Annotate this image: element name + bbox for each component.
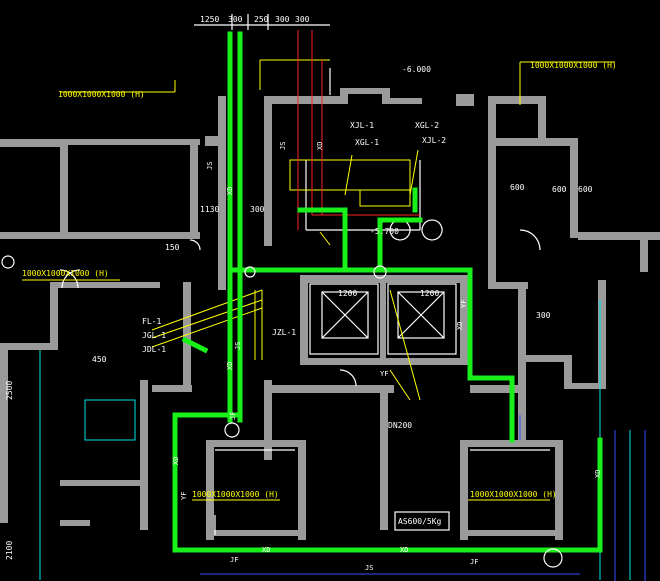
dim-150: 150 — [165, 243, 180, 252]
white-lines — [59, 14, 550, 535]
label-dn200: DN200 — [388, 421, 412, 430]
label-xjl-2: XJL-2 — [422, 136, 446, 145]
label-xjl-1: XJL-1 — [350, 121, 374, 130]
pit-spec-top-right: 1000X1000X1000 (H) — [530, 61, 617, 70]
dim-top-1: 1250 — [200, 15, 219, 24]
label-xgl-1: XGL-1 — [355, 138, 379, 147]
label-jdl-1: JDL-1 — [142, 345, 166, 354]
dim-2100: 2100 — [5, 541, 14, 560]
label-jgl-1: JGL-1 — [142, 331, 166, 340]
dim-300-b: 300 — [536, 311, 551, 320]
elevation-6000: -6.000 — [402, 65, 431, 74]
pit-spec-bottom-right: 1000X1000X1000 (H) — [470, 490, 557, 499]
code-xd-h: XD — [400, 546, 408, 554]
pump-symbols — [1, 255, 563, 568]
blue-lines — [200, 415, 646, 581]
elevator-mark-2: 1200 — [420, 289, 439, 298]
label-fl-1: FL-1 — [142, 317, 161, 326]
elevation-5700: -5.700 — [370, 227, 399, 236]
code-jf-a: JF — [229, 412, 237, 420]
code-yf-b: YF — [180, 492, 188, 500]
label-jzl-1: JZL-1 — [272, 328, 296, 337]
dim-2500: 2500 — [5, 381, 14, 400]
dim-top-2: 300 — [228, 15, 243, 24]
code-xd-c: XD — [226, 362, 234, 370]
fire-extinguisher-note: AS600/5Kg — [398, 517, 442, 526]
pit-spec-top-left: 1000X1000X1000 (H) — [58, 90, 145, 99]
pit-spec-bottom-left: 1000X1000X1000 (H) — [192, 490, 279, 499]
label-xgl-2: XGL-2 — [415, 121, 439, 130]
green-pipes — [172, 31, 603, 553]
code-xd-g: XD — [262, 546, 270, 554]
dim-1130: 1130 — [200, 205, 219, 214]
dim-450: 450 — [92, 355, 107, 364]
dim-600-a: 600 — [510, 183, 525, 192]
dim-top-4: 300 — [275, 15, 290, 24]
code-xd-d: XD — [456, 322, 464, 330]
code-js-bottom: JS — [365, 564, 373, 572]
code-xd-e: XD — [172, 457, 180, 465]
dim-600-b: 600 — [552, 185, 567, 194]
dim-top-3: 250 — [254, 15, 269, 24]
code-js-main: JS — [206, 162, 214, 170]
code-jf-c: JF — [470, 558, 478, 566]
code-xd-b: XD — [316, 142, 324, 150]
walls — [0, 88, 660, 540]
code-xd-f: XD — [594, 470, 602, 478]
code-yf-c: YF — [380, 370, 388, 378]
dim-600-c: 600 — [578, 185, 593, 194]
code-xd-a: XD — [226, 187, 234, 195]
code-js-right: JS — [279, 142, 287, 150]
dim-top-5: 300 — [295, 15, 310, 24]
dim-300-a: 300 — [250, 205, 265, 214]
code-jf-b: JF — [230, 556, 238, 564]
code-js-left: JS — [234, 342, 242, 350]
red-lines — [297, 30, 420, 230]
pit-spec-mid-left: 1000X1000X1000 (H) — [22, 269, 109, 278]
code-yf-a: YF — [460, 300, 468, 308]
yellow-lines — [22, 59, 615, 501]
elevator-mark-1: 1200 — [338, 289, 357, 298]
